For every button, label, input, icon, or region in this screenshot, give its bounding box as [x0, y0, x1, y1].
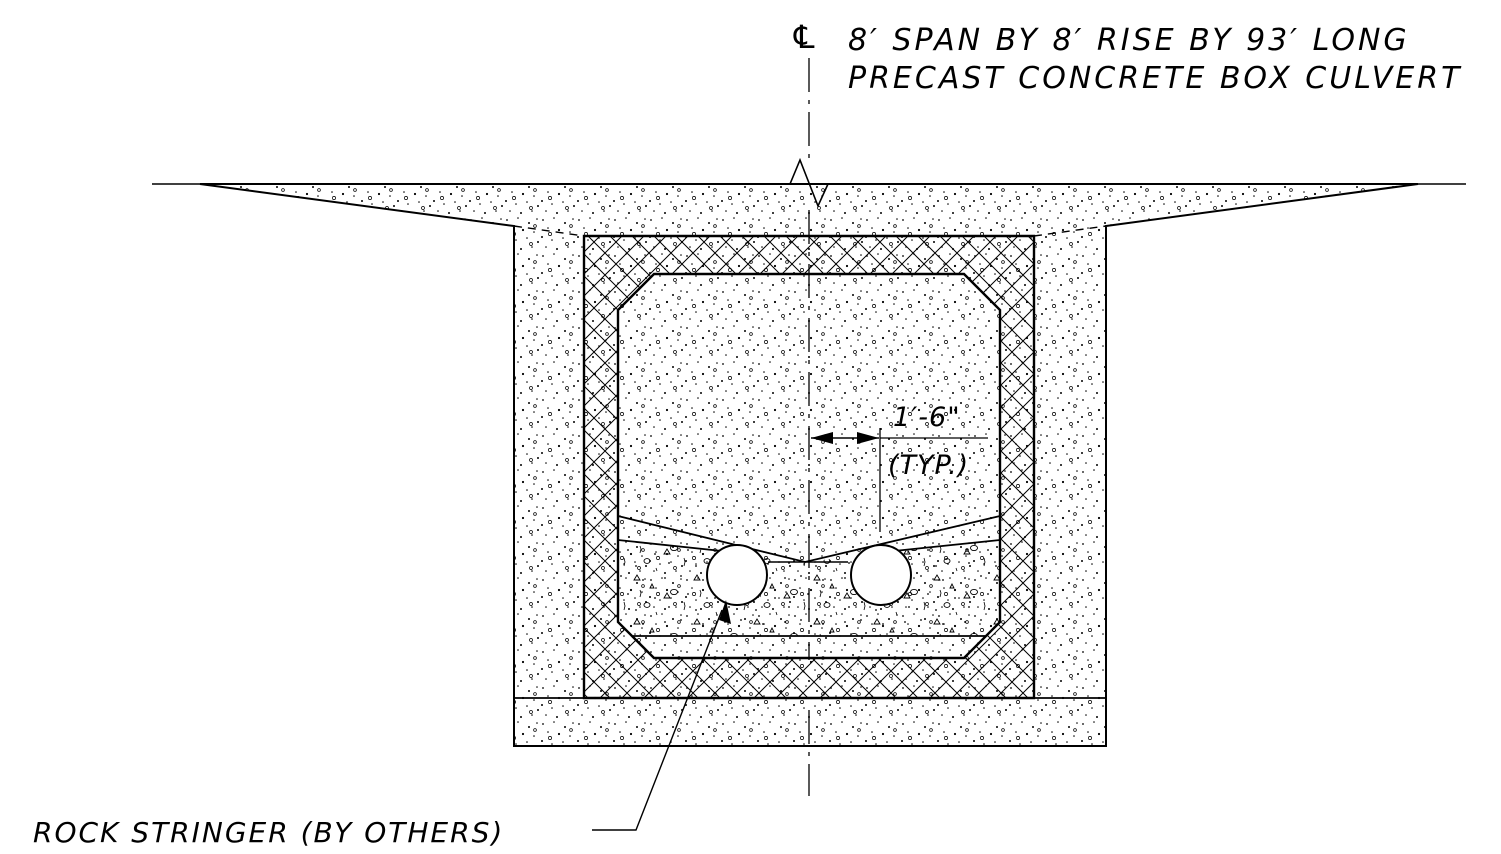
- dimension-value-label: 1′-6": [893, 402, 961, 433]
- break-symbol: [789, 157, 829, 209]
- culvert-title-line-1: 8′ SPAN BY 8′ RISE BY 93′ LONG: [848, 23, 1410, 58]
- culvert-title-line-2: PRECAST CONCRETE BOX CULVERT: [848, 61, 1462, 96]
- dimension-arrow-right: [857, 432, 879, 444]
- rock-stringer-right: [850, 544, 912, 606]
- rock-stringer-leader: [592, 609, 723, 831]
- rock-stringer-label: ROCK STRINGER (BY OTHERS): [33, 816, 504, 849]
- channel-layer-line: [617, 539, 1001, 552]
- dimension-note-label: (TYP.): [888, 450, 969, 481]
- rock-stringer-leader-arrow: [719, 600, 731, 624]
- rock-stringer-left: [706, 544, 768, 606]
- trench-edge-right-dashed: [1033, 225, 1107, 237]
- centerline-symbol: ℄: [793, 18, 818, 56]
- dimension-arrow-left: [811, 432, 833, 444]
- trench-edge-left-dashed: [513, 225, 585, 237]
- box-culvert-walls: [582, 234, 1036, 700]
